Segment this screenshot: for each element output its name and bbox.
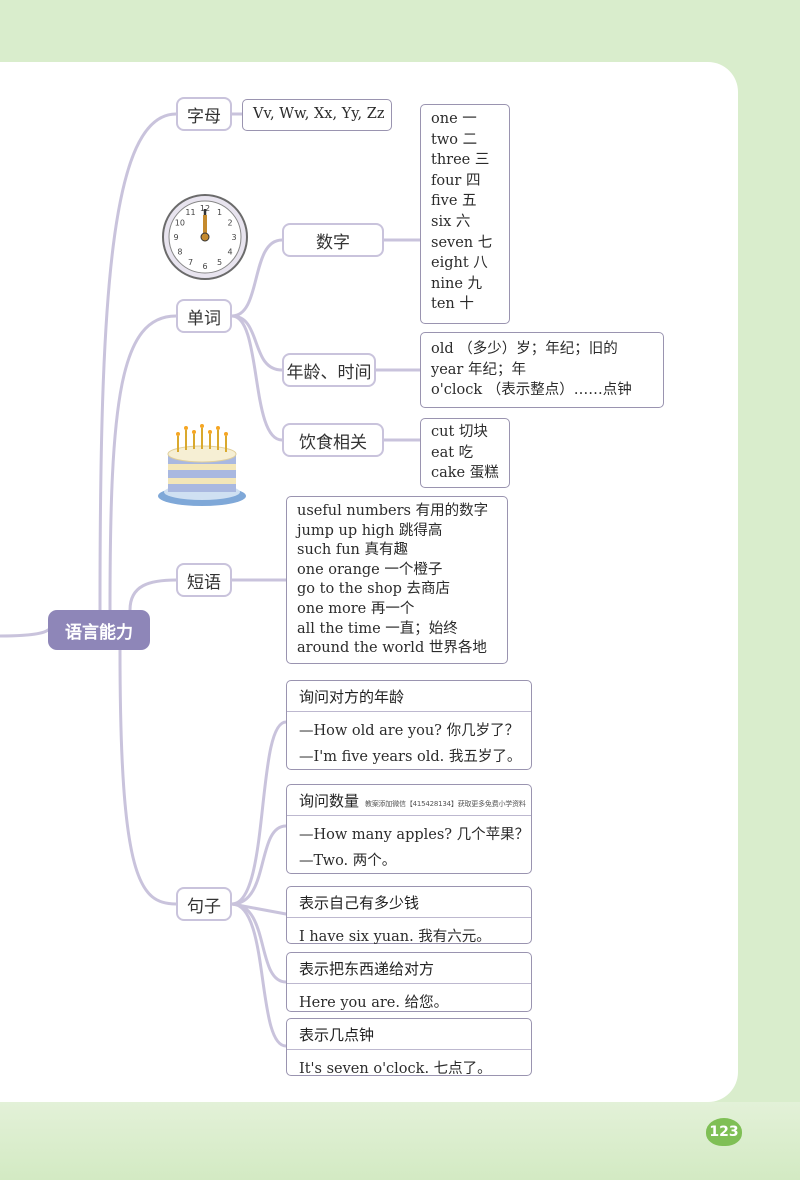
phrase-item: such fun 真有趣 [297, 542, 409, 559]
sentence-group-title: 表示几点钟 [287, 1023, 531, 1050]
sentence-group-title: 表示自己有多少钱 [287, 891, 531, 918]
bottom-band [0, 1102, 800, 1180]
root-node: 语言能力 [48, 610, 150, 650]
numbers-box: one 一 two 二 three 三 four 四 five 五 six 六 seven … [420, 104, 510, 324]
sentence-line: I have six yuan. 我有六元。 [299, 929, 491, 945]
subcategory-numbers: 数字 [282, 223, 384, 257]
food-word: cut 切块 [431, 424, 488, 440]
sentence-title-text: 询问对方的年龄 [299, 688, 405, 706]
food-word: cake 蛋糕 [431, 465, 499, 482]
clock-number: 6 [202, 262, 207, 271]
page-number-badge: 123 [706, 1118, 742, 1146]
clock-number: 8 [177, 248, 182, 257]
sentence-line: —How old are you? 你几岁了？ [299, 723, 520, 739]
number-word: eight 八 [431, 255, 488, 272]
clock-number: 9 [173, 233, 178, 242]
sentence-line: Here you are. 给您。 [299, 995, 449, 1011]
category-sentences: 句子 [176, 887, 232, 921]
sentence-title-text: 询问数量 [299, 792, 360, 810]
sentence-line: —I'm five years old. 我五岁了。 [299, 749, 522, 765]
food-box: cut 切块 eat 吃 cake 蛋糕 [420, 418, 510, 488]
category-phrases: 短语 [176, 563, 232, 597]
watermark-note: 教案添加微信【415428134】获取更多免费小学资料 [365, 800, 526, 808]
sentence-group: 表示自己有多少钱 I have six yuan. 我有六元。 [286, 886, 532, 945]
clock-number: 1 [217, 208, 222, 217]
phrase-item: around the world 世界各地 [297, 640, 487, 657]
number-word: nine 九 [431, 275, 483, 292]
age-time-word: old （多少）岁；年纪；旧的 [431, 341, 618, 357]
clock-number: 5 [217, 258, 222, 267]
birthday-cake-illustration [158, 424, 246, 506]
letters-box: Vv, Ww, Xx, Yy, Zz [242, 99, 392, 131]
sentence-group: 表示几点钟 It's seven o'clock. 七点了。 [286, 1018, 532, 1077]
number-word: seven 七 [431, 234, 493, 251]
phrase-item: go to the shop 去商店 [297, 581, 451, 598]
age-time-word: year 年纪；年 [431, 361, 526, 378]
sentence-group: 表示把东西递给对方 Here you are. 给您。 [286, 952, 532, 1012]
phrase-item: all the time 一直；始终 [297, 620, 458, 637]
food-word: eat 吃 [431, 444, 474, 461]
subcategory-age-time: 年龄、时间 [282, 353, 376, 387]
phrases-box: useful numbers 有用的数字 jump up high 跳得高 such… [286, 496, 508, 664]
sentence-group-title: 询问数量教案添加微信【415428134】获取更多免费小学资料 [287, 789, 531, 816]
clock-number: 3 [231, 233, 236, 242]
phrase-item: one more 再一个 [297, 600, 415, 617]
age-time-word: o'clock （表示整点）……点钟 [431, 382, 632, 399]
number-word: six 六 [431, 213, 471, 230]
sentence-title-text: 表示把东西递给对方 [299, 960, 435, 978]
subcategory-food: 饮食相关 [282, 423, 384, 457]
clock-number: 10 [175, 219, 185, 228]
number-word: two 二 [431, 131, 478, 148]
sentence-group: 询问数量教案添加微信【415428134】获取更多免费小学资料 —How many… [286, 784, 532, 874]
number-word: ten 十 [431, 296, 474, 313]
sentence-line: —Two. 两个。 [299, 853, 397, 869]
clock-number: 7 [188, 258, 193, 267]
category-letters: 字母 [176, 97, 232, 131]
number-word: one 一 [431, 111, 477, 127]
sentence-group-title: 表示把东西递给对方 [287, 957, 531, 984]
phrase-item: one orange 一个橙子 [297, 561, 443, 578]
age-time-box: old （多少）岁；年纪；旧的 year 年纪；年 o'clock （表示整点）……… [420, 332, 664, 408]
letters-content: Vv, Ww, Xx, Yy, Zz [253, 106, 385, 122]
number-word: four 四 [431, 172, 481, 189]
clock-number: 11 [185, 208, 195, 217]
phrase-item: useful numbers 有用的数字 [297, 503, 489, 519]
clock-number: 12 [200, 204, 210, 213]
clock-number: 2 [228, 219, 233, 228]
sentence-group-title: 询问对方的年龄 [287, 685, 531, 712]
clock-number: 4 [228, 248, 233, 257]
number-word: five 五 [431, 193, 477, 210]
sentence-line: —How many apples? 几个苹果？ [299, 827, 530, 843]
category-words: 单词 [176, 299, 232, 333]
sentence-group: 询问对方的年龄 —How old are you? 你几岁了？ —I'm five … [286, 680, 532, 770]
sentence-title-text: 表示自己有多少钱 [299, 894, 420, 912]
number-word: three 三 [431, 152, 490, 169]
phrase-item: jump up high 跳得高 [297, 522, 443, 539]
sentence-line: It's seven o'clock. 七点了。 [299, 1061, 492, 1077]
sentence-title-text: 表示几点钟 [299, 1026, 375, 1044]
